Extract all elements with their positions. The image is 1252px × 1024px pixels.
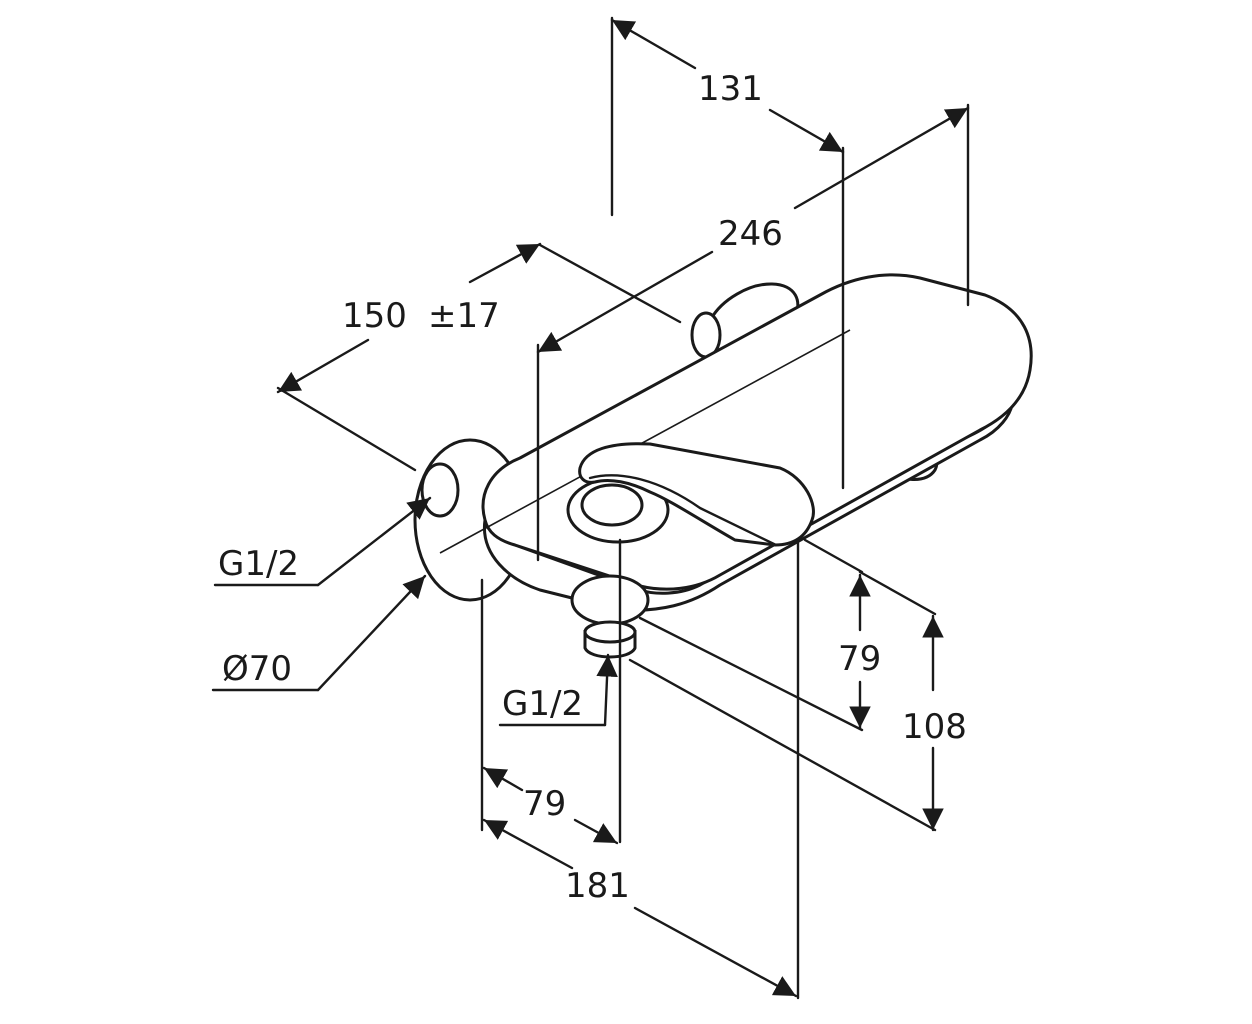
dimension-label-131: 131 xyxy=(698,69,763,109)
outlet-thread-top xyxy=(583,620,637,644)
dimension-line-181-b xyxy=(633,906,798,998)
thread-label-bottom: G1/2 xyxy=(502,684,583,724)
dimension-79-right: 79 xyxy=(638,538,881,732)
dimension-108: 108 xyxy=(628,570,967,832)
extension-line-108-bottom xyxy=(628,658,937,832)
dimension-line-131-b xyxy=(768,108,845,154)
body-centerline xyxy=(439,329,851,554)
dimension-line-181-a xyxy=(482,818,574,870)
dimension-label-79-right: 79 xyxy=(838,639,881,679)
dimension-79-bottom: 79 xyxy=(480,538,622,845)
leader-line-g12-bottom xyxy=(596,653,618,727)
dimension-line-79b-b xyxy=(573,818,619,845)
dimension-line-246-b xyxy=(536,250,714,354)
dimension-label-150: 150 xyxy=(342,296,407,336)
dimension-131: 131 xyxy=(610,16,845,490)
cartridge-cap xyxy=(580,483,644,527)
extension-line-79r-top xyxy=(803,538,864,574)
left-inlet-nut xyxy=(420,462,460,518)
dimension-line-79b-a xyxy=(482,766,524,792)
extension-line-108-top xyxy=(858,570,937,616)
faucet-body xyxy=(413,273,1033,659)
label-g12-bottom: G1/2 xyxy=(498,653,618,727)
extension-line-150-top xyxy=(538,243,682,324)
leader-line-g12-left xyxy=(316,496,432,587)
dimension-181: 181 xyxy=(482,538,800,1000)
label-diameter-70: Ø70 xyxy=(211,574,427,692)
dimension-line-150-a xyxy=(276,338,370,394)
lever-edge xyxy=(588,474,778,547)
dimension-tolerance-17: ±17 xyxy=(428,296,500,336)
leader-line-dia70 xyxy=(316,574,427,692)
dimension-246: 246 xyxy=(536,103,970,562)
extension-line-150-bottom xyxy=(276,386,417,472)
dimension-label-181: 181 xyxy=(565,866,630,906)
spout-outlet xyxy=(570,574,650,626)
diameter-label: Ø70 xyxy=(222,649,292,689)
dimension-label-79-bottom: 79 xyxy=(523,784,566,824)
dimension-line-150-b xyxy=(468,242,542,284)
dimension-line-131-a xyxy=(610,18,697,70)
dimension-line-246-a xyxy=(793,106,970,210)
label-g12-left: G1/2 xyxy=(213,496,432,587)
dimension-150: 150 ±17 xyxy=(276,242,682,472)
thread-label-left: G1/2 xyxy=(218,544,299,584)
dimension-label-108: 108 xyxy=(902,707,967,747)
extension-line-79r-bottom xyxy=(638,616,864,732)
dimension-label-246: 246 xyxy=(718,214,783,254)
